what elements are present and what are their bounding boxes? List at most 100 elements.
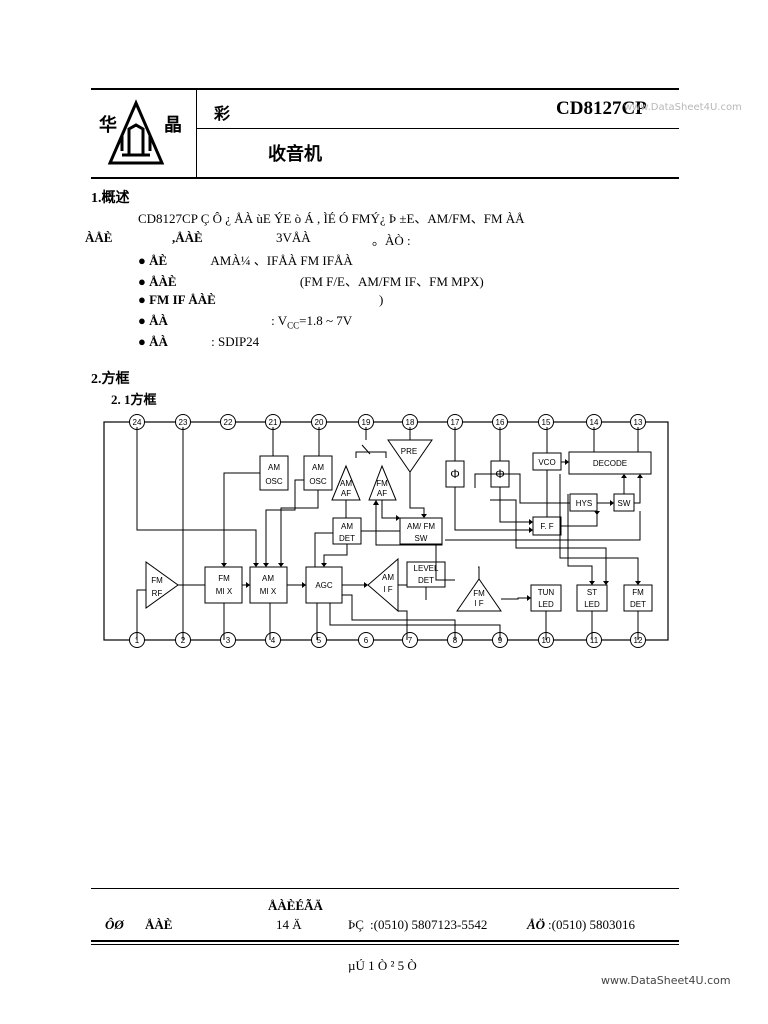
bullet-icon: ● [138, 313, 146, 328]
footer-phone-label: ÞÇ [348, 917, 364, 932]
logo-char-2: 晶 [164, 115, 182, 135]
top-pin-20: 20 [315, 418, 324, 427]
feature-2: ● ÅÀÈ (FM F/E、AM/FM IF、FM MPX) [138, 271, 484, 290]
watermark-bottom: www.DataSheet4U.com [601, 974, 731, 987]
am-det-label-a: AM [341, 522, 353, 531]
feature-text: ) [379, 292, 384, 307]
bullet-icon: ● [138, 274, 146, 289]
feature-5: ● ÅÀ : SDIP24 [138, 334, 259, 350]
st-led-label-a: ST [587, 588, 597, 597]
fm-af-label-b: AF [377, 489, 387, 498]
footer-bottom-rule-thin [91, 944, 679, 945]
bottom-pin-3: 3 [226, 636, 231, 645]
am-if-label-a: AM [382, 573, 394, 582]
section2-subheading: 2. 1方框 [111, 392, 157, 407]
bottom-pin-6-circle [358, 632, 374, 648]
fm-det-label-a: FM [632, 588, 644, 597]
top-pin-21: 21 [269, 418, 278, 427]
am-mix-label-b: MI X [260, 587, 277, 596]
page-number: µÚ 1 Ò ² 5 Ò [348, 958, 417, 973]
bottom-pin-7-circle [402, 632, 418, 648]
section1-para-line2b: ,ÅÀÈ [172, 230, 203, 245]
am-fm-sw-label-a: AM/ FM [407, 522, 435, 531]
vcc-suffix: =1.8 ~ 7V [299, 313, 353, 328]
bottom-pin-11: 11 [590, 636, 599, 645]
footer-top-rule [91, 888, 679, 889]
feature-3: ● FM IF ÅÀÈ ) [138, 292, 383, 308]
bullet-icon: ● [138, 334, 146, 349]
hys-label: HYS [576, 499, 592, 508]
footer-company: ÅÀÈÉÃÄ [268, 898, 323, 913]
feature-label: ÅÀ [149, 334, 168, 349]
vcc-sub: CC [287, 320, 300, 331]
vcc-prefix: : V [271, 313, 288, 328]
am-mix-label-a: AM [262, 574, 274, 583]
bottom-pin-10: 10 [542, 636, 551, 645]
top-pin-17: 17 [451, 418, 460, 427]
am-osc-1-label-a: AM [268, 463, 280, 472]
fm-if-label-b: I F [474, 599, 483, 608]
phase-icon-1: Φ [450, 467, 460, 481]
am-osc-2-label-b: OSC [309, 477, 327, 486]
section1-para-line1: CD8127CP Ç Ô ¿ ÅÀ ùE ÝE ò Á , ÌÉ Ó FMÝ¿ … [138, 211, 525, 226]
level-det-label-a: LEVEL [414, 564, 439, 573]
bottom-pin-1: 1 [135, 636, 140, 645]
bullet-icon: ● [138, 253, 146, 268]
bottom-pin-4: 4 [271, 636, 276, 645]
bottom-pin-11-circle [586, 632, 602, 648]
am-det-label-b: DET [339, 534, 355, 543]
fm-mix-label-b: MI X [216, 587, 233, 596]
top-pin-24: 24 [133, 418, 142, 427]
logo-char-1: 华 [99, 114, 117, 135]
header-mid-rule [196, 128, 679, 129]
top-pin-16: 16 [496, 418, 505, 427]
fm-rf-label-b: RF [152, 589, 163, 598]
feature-label: ÅÀÈ [149, 274, 177, 289]
pre-label: PRE [401, 447, 417, 456]
fm-rf-label-a: FM [151, 576, 163, 585]
footer-left-value: ÅÀÈ [145, 917, 173, 932]
top-pin-22-circle [220, 414, 236, 430]
feature-label: ÅÈ [149, 253, 168, 268]
am-af-label-b: AF [341, 489, 351, 498]
footer-left-label: ÔØ [105, 917, 124, 932]
top-pin-23: 23 [179, 418, 188, 427]
bottom-pin-5-circle [311, 632, 327, 648]
top-pin-22: 22 [224, 418, 233, 427]
am-fm-sw-label-b: SW [415, 534, 428, 543]
header-vertical-rule [196, 89, 197, 178]
section1-para-line2c: 3VÅÀ [276, 230, 311, 245]
bottom-pin-4-circle [265, 632, 281, 648]
am-osc-1-label-b: OSC [265, 477, 283, 486]
bottom-pin-12: 12 [634, 636, 643, 645]
sw-label: SW [618, 499, 631, 508]
section1-para-line2a: ÀÅÈ [85, 230, 113, 245]
bottom-pin-9: 9 [498, 636, 503, 645]
footer-address: 14 Ä [276, 917, 302, 932]
bottom-pin-5: 5 [317, 636, 322, 645]
feature-text: AMÀ¼ 、IFÅÀ FM IFÅÀ [210, 253, 353, 268]
feature-label: FM IF ÅÀÈ [149, 292, 216, 307]
feature-text: : SDIP24 [211, 334, 260, 349]
top-pin-19: 19 [362, 418, 371, 427]
ff-label: F. F [540, 522, 553, 531]
fm-af-label-a: FM [376, 479, 388, 488]
header-title: 彩 [214, 106, 231, 123]
feature-text: (FM F/E、AM/FM IF、FM MPX) [299, 274, 484, 289]
am-if-label-b: I F [383, 585, 392, 594]
tun-led-label-b: LED [538, 600, 554, 609]
st-led-label-b: LED [584, 600, 600, 609]
fm-mix-label-a: FM [218, 574, 230, 583]
top-pin-14: 14 [590, 418, 599, 427]
feature-label: ÅÀ [149, 313, 168, 328]
tun-led-label-a: TUN [538, 588, 555, 597]
top-pin-13: 13 [634, 418, 643, 427]
section1-heading: 1.概述 [91, 191, 130, 206]
phase-icon-2: Φ [495, 467, 505, 481]
bottom-pin-2: 2 [181, 636, 186, 645]
bullet-icon: ● [138, 292, 146, 307]
footer-fax: :(0510) 5803016 [548, 917, 636, 932]
header-subtitle: 收音机 [268, 144, 322, 164]
feature-4: ● ÅÀ : VCC=1.8 ~ 7V [138, 313, 352, 331]
